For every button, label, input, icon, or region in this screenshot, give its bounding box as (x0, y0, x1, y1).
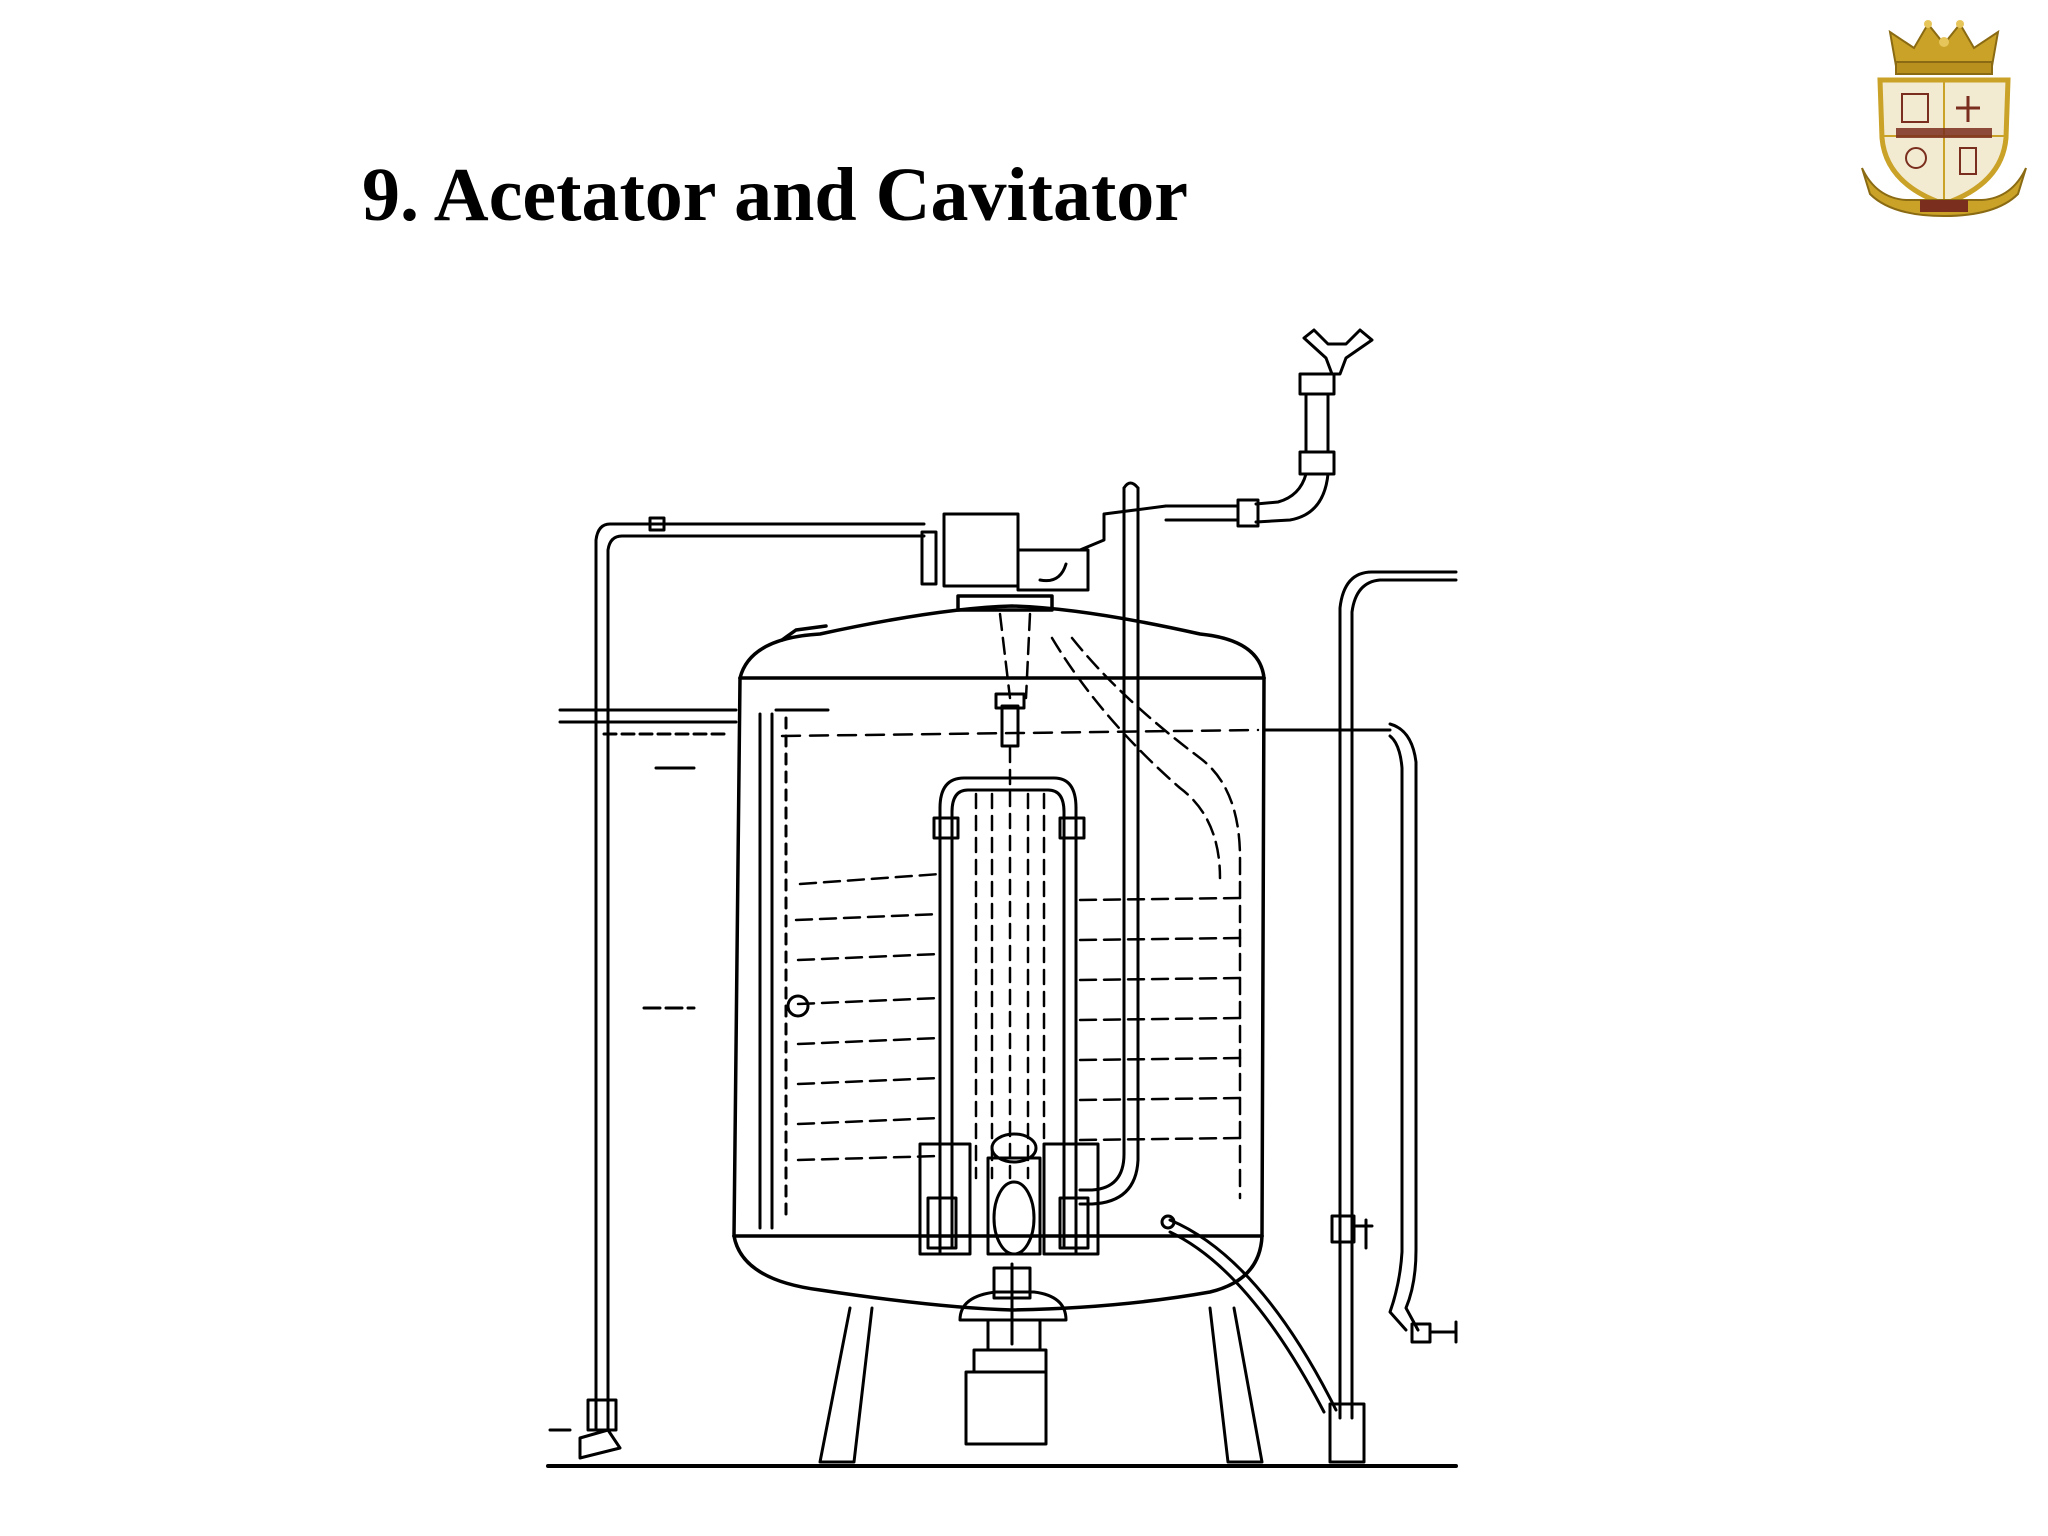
aerator-motor (920, 512, 1090, 592)
left-side-pipe (558, 708, 738, 1010)
flex-hose (1160, 1214, 1338, 1414)
internal-pipe (1078, 481, 1140, 1206)
vessel-legs (818, 1306, 1264, 1464)
slide-title: 9. Acetator and Cavitator (362, 153, 1189, 237)
ribbon-banner (1861, 167, 2027, 218)
liquid-level-line (780, 728, 1260, 738)
level-gauge (758, 708, 830, 1230)
vessel-shell (732, 594, 1266, 1312)
internal-dashed-lines (794, 612, 1242, 1200)
right-side-pipe (1262, 722, 1458, 1344)
crown-icon (1888, 20, 2000, 75)
air-intake-pipe (1078, 328, 1374, 552)
left-supply-pipe (548, 516, 926, 1460)
cavitator-column (918, 692, 1100, 1256)
acetator-diagram (546, 328, 1458, 1468)
shield-icon (1877, 77, 2011, 207)
right-drain-pipe (1328, 570, 1458, 1464)
bottom-drive-motor (958, 1262, 1068, 1446)
college-crest-logo (1861, 20, 2027, 218)
